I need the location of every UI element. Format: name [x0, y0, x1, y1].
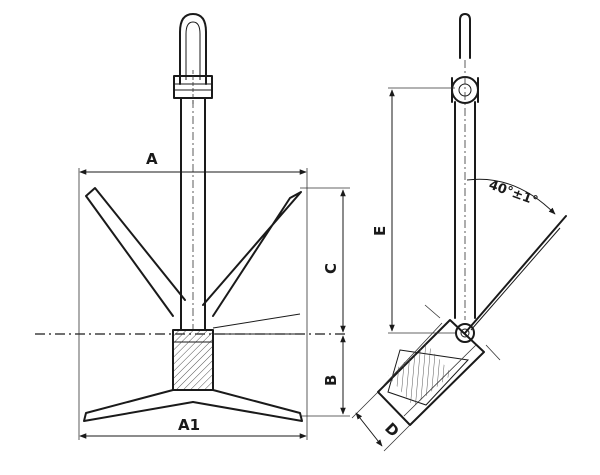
dim-d-line: [355, 412, 383, 447]
dim-c-label: C: [322, 263, 340, 274]
front-view: A A1 C B: [35, 13, 350, 440]
angle-label: 40°±1°: [487, 178, 540, 210]
dim-d-label: D: [381, 419, 403, 441]
angle-ray: [464, 215, 567, 334]
dim-a-label: A: [146, 150, 158, 168]
shackle: [179, 13, 207, 85]
side-view: 40°±1° E D: [351, 13, 567, 452]
angle-arc: [466, 178, 556, 215]
left-fluke: [85, 187, 186, 317]
pivot: [455, 323, 475, 343]
dim-b-label: B: [322, 375, 340, 386]
crown-hub: [172, 329, 214, 391]
right-fluke: [202, 191, 302, 317]
side-shackle: [459, 13, 471, 59]
dim-a1-label: A1: [178, 416, 200, 434]
dim-e-label: E: [371, 226, 389, 236]
base-right: [192, 389, 303, 422]
base-left: [83, 389, 194, 422]
